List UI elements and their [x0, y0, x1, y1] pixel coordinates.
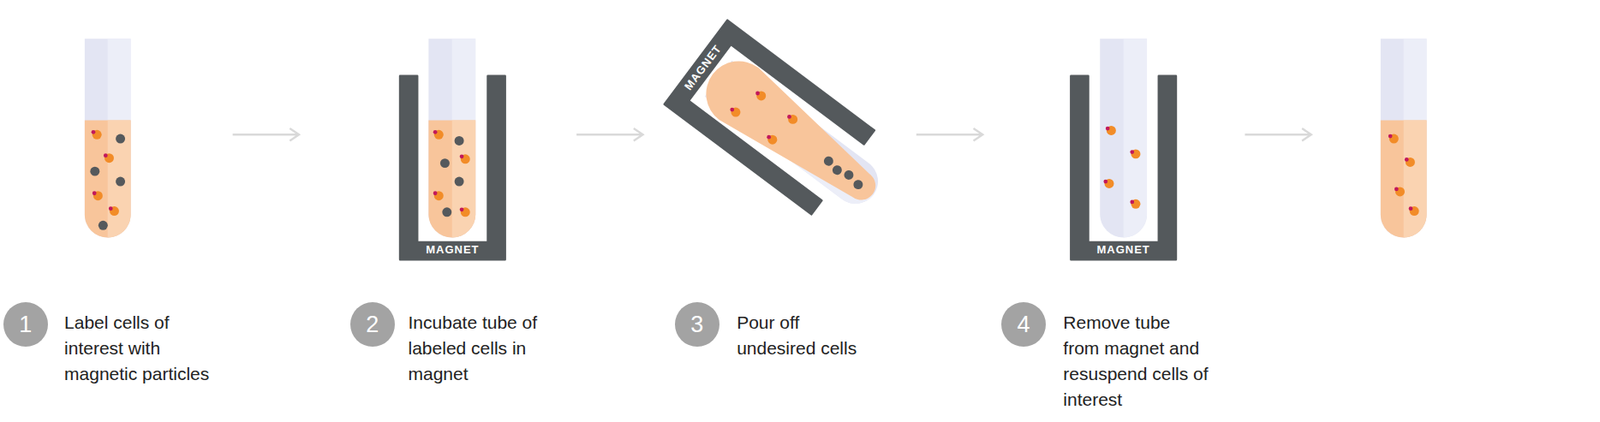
step-number: 4: [1016, 311, 1030, 339]
unlabeled-cell: [440, 158, 450, 168]
flow-arrow: [916, 128, 983, 141]
step-number-circle: 1: [3, 302, 48, 347]
tube-liquid: [84, 120, 132, 239]
liquid-highlight: [452, 120, 476, 239]
magnetic-particle: [1129, 149, 1135, 155]
unlabeled-cell: [441, 207, 452, 217]
liquid-highlight: [1403, 120, 1427, 239]
magnetic-particle: [766, 135, 771, 140]
tube-highlight: [452, 38, 476, 238]
magnetic-particle: [91, 130, 96, 135]
flow-arrow: [232, 128, 299, 141]
tube-highlight: [1123, 38, 1147, 238]
tube-liquid: [1380, 120, 1427, 239]
tube-glass: [428, 38, 476, 238]
tilted-tube: [692, 47, 893, 221]
magnetic-particle: [787, 114, 792, 120]
magnetic-particle: [459, 207, 465, 212]
magnetic-particle: [1408, 206, 1414, 211]
test-tube: [84, 38, 132, 238]
unlabeled-cell: [98, 220, 108, 231]
step-number: 2: [365, 311, 379, 339]
unlabeled-cell: [454, 136, 465, 146]
unlabeled-cell: [115, 177, 126, 187]
step-text: Incubate tube of labeled cells in magnet: [408, 310, 580, 388]
step-item: 2 Incubate tube of labeled cells in magne…: [350, 302, 580, 388]
magnetic-particle: [103, 153, 108, 158]
unlabeled-cell: [830, 163, 844, 177]
liquid-highlight: [107, 120, 132, 239]
flow-arrow: [1244, 128, 1311, 141]
magnetic-particle: [1388, 134, 1393, 139]
step-item: 4 Remove tube from magnet and resuspend c…: [1001, 302, 1212, 413]
test-tube: [428, 38, 476, 238]
unlabeled-cell: [841, 168, 855, 182]
magnetic-particle: [755, 91, 760, 96]
test-tube: [1099, 38, 1147, 238]
magnetic-particle: [433, 191, 438, 196]
step-item: 1 Label cells of interest with magnetic p…: [3, 302, 224, 388]
magnet-label: MAGNET: [1096, 244, 1150, 257]
unlabeled-cell: [89, 167, 100, 177]
unlabeled-cell: [851, 178, 865, 192]
tube-glass: [84, 38, 132, 238]
magnetic-particle: [1129, 200, 1135, 205]
magnetic-particle: [92, 191, 97, 196]
magnet-label: MAGNET: [682, 41, 725, 92]
unlabeled-cell: [115, 134, 126, 144]
magnetic-particle: [1103, 179, 1108, 185]
step-text: Remove tube from magnet and resuspend ce…: [1062, 310, 1211, 413]
step-text: Label cells of interest with magnetic pa…: [64, 310, 223, 388]
magnetic-particle: [1105, 126, 1111, 132]
magnetic-particle: [108, 206, 114, 211]
step-text: Pour off undesired cells: [736, 310, 878, 362]
step-number: 1: [18, 311, 32, 339]
step-number-circle: 3: [674, 302, 720, 347]
illustration-group: [84, 20, 1427, 261]
step-number-circle: 2: [350, 302, 395, 347]
tube-glass: [1099, 38, 1147, 238]
pouring-liquid: [692, 47, 893, 221]
tube-liquid: [428, 120, 476, 239]
magnetic-particle: [1394, 187, 1399, 192]
magnetic-particle: [729, 107, 735, 113]
step-number: 3: [690, 311, 704, 339]
magnet-label: MAGNET: [425, 244, 479, 257]
test-tube: [1380, 38, 1427, 238]
unlabeled-cell: [454, 177, 465, 187]
tube-glass: [1380, 38, 1427, 238]
magnetic-particle: [1404, 157, 1409, 162]
tube-highlight: [1403, 38, 1427, 238]
magnetic-particle: [459, 154, 465, 159]
tube-highlight: [107, 38, 132, 238]
flow-arrow: [576, 128, 643, 141]
unlabeled-cell: [822, 155, 836, 168]
step-number-circle: 4: [1001, 302, 1046, 347]
magnetic-particle: [433, 130, 438, 135]
step-item: 3 Pour off undesired cells: [674, 302, 879, 362]
